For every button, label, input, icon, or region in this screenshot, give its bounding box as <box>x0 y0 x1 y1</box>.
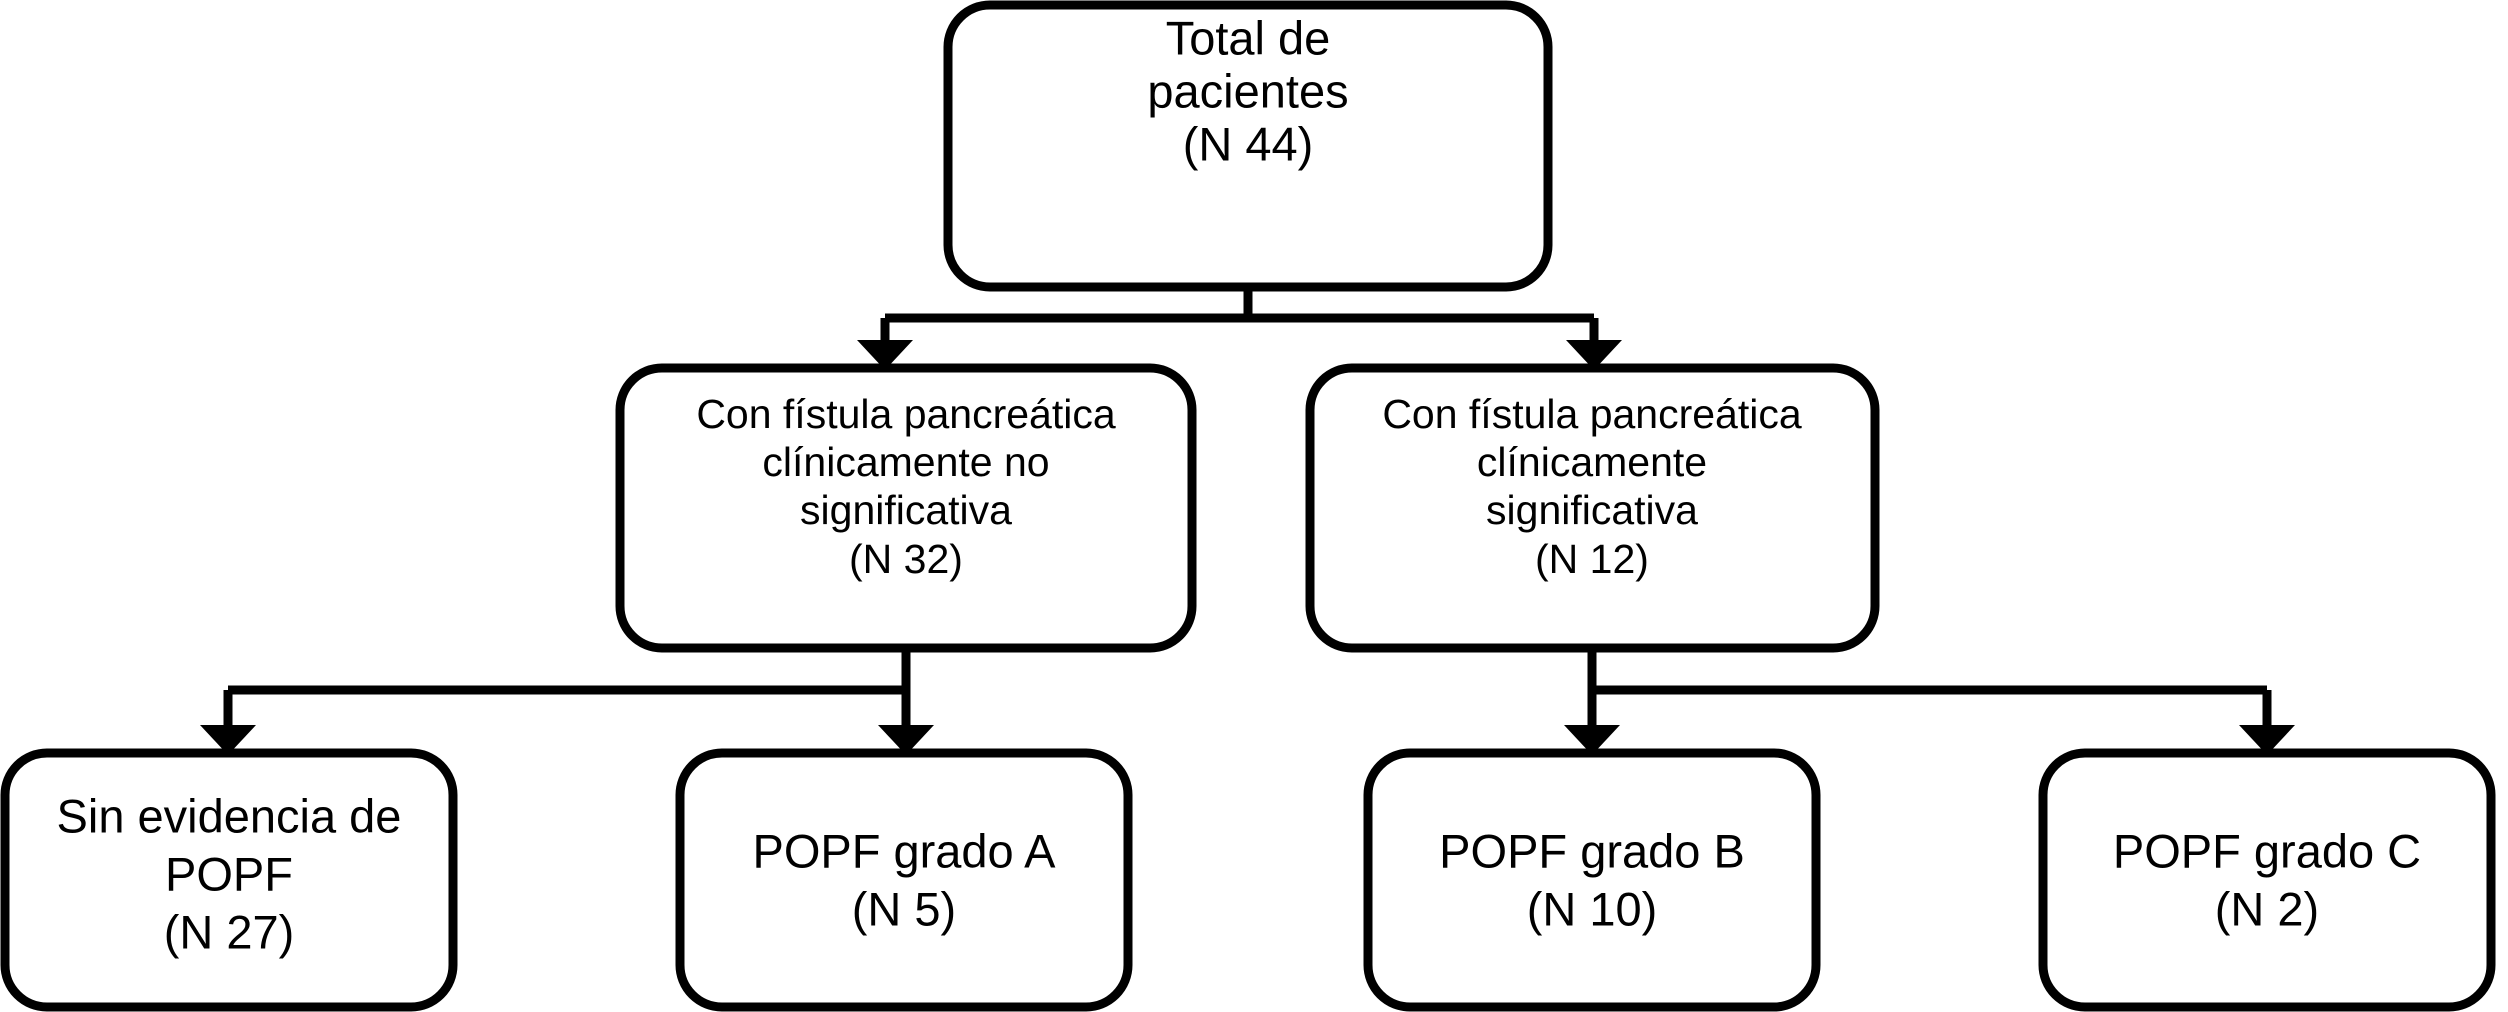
connector-group-level1-right <box>1564 648 2295 755</box>
connector-group-level1-left <box>200 648 934 755</box>
node-popf-c[interactable]: POPF grado C (N 2) <box>2038 748 2496 1012</box>
node-sin-evidencia[interactable]: Sin evidencia de POPF (N 27) <box>0 748 458 1012</box>
node-total-line-2: (N 44) <box>1183 117 1314 170</box>
node-significativa-line-1: clínicamente <box>1477 439 1707 485</box>
node-total-box[interactable] <box>943 0 1553 292</box>
node-no-significativa[interactable]: Con fístula pancreática clínicamente no … <box>615 363 1197 653</box>
node-significativa-line-3: (N 12) <box>1535 536 1649 582</box>
node-popf-b-line-0: POPF grado B <box>1439 824 1745 877</box>
node-no-significativa-line-3: (N 32) <box>849 536 963 582</box>
node-popf-b[interactable]: POPF grado B (N 10) <box>1363 748 1821 1012</box>
node-no-significativa-line-2: significativa <box>800 487 1012 533</box>
node-popf-a[interactable]: POPF grado A (N 5) <box>675 748 1133 1012</box>
node-popf-a-line-1: (N 5) <box>852 882 956 935</box>
arrowhead-popf-c <box>2239 725 2295 755</box>
node-total[interactable]: Total de pacientes (N 44) <box>943 0 1553 292</box>
node-sin-evidencia-line-1: POPF <box>165 847 293 900</box>
node-significativa-line-2: significativa <box>1486 487 1698 533</box>
connector-group-level0 <box>857 287 1622 370</box>
arrowhead-significativa <box>1566 340 1622 370</box>
node-sin-evidencia-line-0: Sin evidencia de <box>57 789 402 842</box>
node-significativa-box[interactable] <box>1305 363 1880 653</box>
node-no-significativa-line-0: Con fístula pancreática <box>696 391 1116 437</box>
node-popf-c-line-0: POPF grado C <box>2113 824 2421 877</box>
node-popf-b-line-1: (N 10) <box>1527 882 1658 935</box>
node-sin-evidencia-box[interactable] <box>0 748 458 1012</box>
arrowhead-popf-b <box>1564 725 1620 755</box>
node-no-significativa-box[interactable] <box>615 363 1197 653</box>
node-popf-c-line-1: (N 2) <box>2215 882 2319 935</box>
node-popf-a-box[interactable] <box>675 748 1133 1012</box>
node-popf-b-box[interactable] <box>1363 748 1821 1012</box>
node-total-line-0: Total de <box>1166 11 1331 64</box>
node-popf-a-line-0: POPF grado A <box>752 824 1056 877</box>
node-significativa[interactable]: Con fístula pancreática clínicamente sig… <box>1305 363 1880 653</box>
node-sin-evidencia-line-2: (N 27) <box>164 905 295 958</box>
arrowhead-sin-evidencia <box>200 725 256 755</box>
node-popf-c-box[interactable] <box>2038 748 2496 1012</box>
arrowhead-popf-a <box>878 725 934 755</box>
arrowhead-no-significativa <box>857 340 913 370</box>
node-total-line-1: pacientes <box>1147 64 1348 117</box>
node-no-significativa-line-1: clínicamente no <box>762 439 1049 485</box>
node-significativa-line-0: Con fístula pancreática <box>1382 391 1802 437</box>
